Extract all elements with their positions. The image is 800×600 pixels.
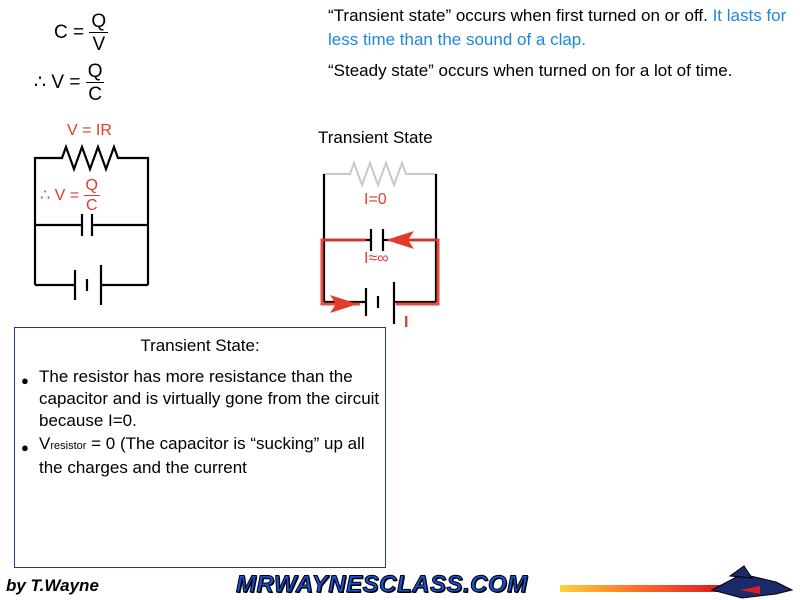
formula-lhs: ∴ V =	[34, 72, 81, 94]
fraction: Q V	[89, 11, 109, 55]
site-logo[interactable]: MRWAYNESCLASS.COM	[236, 571, 528, 599]
left-circuit-diagram	[33, 143, 150, 305]
capacitance-formula: C = Q V	[54, 11, 109, 55]
bullet-icon: ●	[21, 440, 29, 455]
fraction-denominator: V	[92, 34, 106, 55]
current-path-right	[390, 238, 440, 306]
voltage-formula: ∴ V = Q C	[34, 61, 105, 105]
transient-text: “Transient state” occurs when first turn…	[328, 6, 708, 25]
voltage-symbol: V	[39, 434, 51, 453]
voltage-subscript: resistor	[50, 440, 87, 452]
fraction-denominator: C	[85, 197, 98, 214]
fraction-numerator: Q	[89, 11, 109, 33]
resistor-current-label: I=0	[364, 191, 387, 208]
summary-bullets: ● The resistor has more resistance than …	[19, 366, 387, 480]
transient-definition: “Transient state” occurs when first turn…	[328, 4, 788, 52]
bullet-text: The resistor has more resistance than th…	[39, 367, 380, 430]
current-label: I	[404, 314, 409, 331]
resistor-voltage-label: V = IR	[67, 122, 112, 139]
formula-lhs: C =	[54, 22, 85, 44]
steady-definition: “Steady state” occurs when turned on for…	[328, 61, 733, 80]
clap-note: It lasts for less time than the sound of…	[328, 6, 787, 49]
current-arrow-top	[386, 231, 414, 249]
transient-summary-box: Transient State: ● The resistor has more…	[14, 327, 386, 568]
fraction: Q C	[83, 177, 100, 214]
rocket-icon	[710, 565, 794, 599]
bullet-icon: ●	[21, 373, 29, 388]
logo-streak	[560, 585, 720, 592]
fraction-numerator: Q	[83, 177, 100, 196]
bullet-voltage: ● Vresistor = 0 (The capacitor is “sucki…	[19, 433, 387, 479]
right-circuit-diagram	[320, 160, 440, 324]
current-arrow-bottom	[330, 295, 358, 313]
capacitor-voltage-label: ∴ V = Q C	[40, 178, 100, 214]
bullet-resistor: ● The resistor has more resistance than …	[19, 366, 387, 432]
faded-resistor-wire	[324, 160, 436, 188]
formula-lhs: ∴ V =	[40, 187, 80, 205]
fraction-denominator: C	[88, 84, 102, 105]
fraction: Q C	[85, 61, 105, 105]
bullet-text: = 0 (The capacitor is “sucking” up all t…	[39, 434, 365, 477]
summary-title: Transient State:	[140, 336, 260, 355]
author-credit: by T.Wayne	[6, 576, 99, 595]
resistor-wire	[33, 143, 150, 285]
capacitor-current-label: I≈∞	[364, 250, 389, 267]
right-circuit-title: Transient State	[318, 128, 433, 147]
fraction-numerator: Q	[85, 61, 105, 83]
